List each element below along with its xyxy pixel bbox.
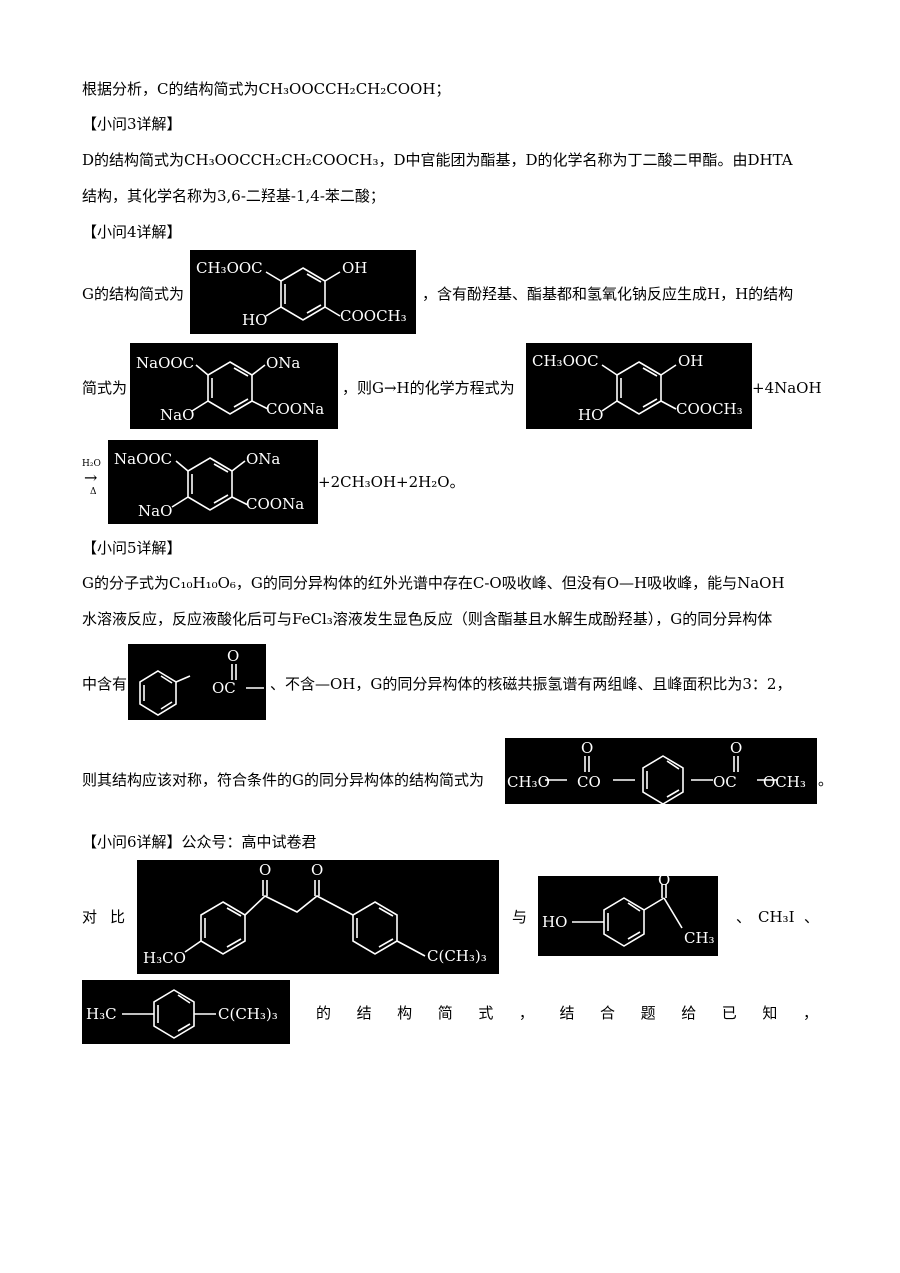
g2-label-bl: HO xyxy=(578,406,604,424)
isomer-oc: OC xyxy=(713,773,737,791)
heading-q3: 【小问3详解】 xyxy=(82,115,182,133)
structure-h-product: NaOOC ONa NaO COONa xyxy=(108,440,318,524)
g2-label-br: COOCH₃ xyxy=(676,400,743,418)
isomer-o1: O xyxy=(581,739,594,757)
structure-hydroxyacetophenone: HO O CH₃ xyxy=(538,876,718,956)
tail-char: 的 xyxy=(316,1004,332,1022)
structure-g: CH₃OOC OH HO COOCH₃ xyxy=(190,250,416,334)
tail-char: 合 xyxy=(600,1004,616,1022)
tail-char: 已 xyxy=(721,1004,737,1022)
g-label-tl: CH₃OOC xyxy=(196,259,263,277)
h2-label-br: COONa xyxy=(246,495,305,513)
condition-water: H₂O xyxy=(82,459,101,469)
condition-heat: Δ xyxy=(90,487,97,497)
h-label-tr: ONa xyxy=(266,354,301,372)
structure-diketone: O O H₃CO C(CH₃)₃ xyxy=(137,860,499,974)
word-yu: 与 xyxy=(512,908,528,926)
tail-char: 给 xyxy=(681,1004,697,1022)
tbt-tbu: C(CH₃)₃ xyxy=(218,1005,278,1023)
line-naoh: +4NaOH xyxy=(752,379,822,397)
g-label-bl: HO xyxy=(242,311,268,329)
line-no-oh: 、不含—OH，G的同分异构体的核磁共振氢谱有两组峰、且峰面积比为3：2， xyxy=(270,675,792,693)
diketone-o2: O xyxy=(311,861,324,879)
tail-char: 结 xyxy=(559,1004,575,1022)
line-products: +2CH₃OH+2H₂O。 xyxy=(318,473,465,491)
structure-h: NaOOC ONa NaO COONa xyxy=(130,343,338,429)
line-symmetric: 则其结构应该对称，符合条件的G的同分异构体的结构简式为 xyxy=(82,771,484,789)
tail-char: 结 xyxy=(356,1004,372,1022)
line-equation-label: ，则G→H的化学方程式为 xyxy=(342,379,515,397)
structure-isomer: O O CH₃O CO OC OCH₃ xyxy=(505,738,817,804)
line-d-structure: D的结构简式为CH₃OOCCH₂CH₂COOCH₃，D中官能团为酯基，D的化学名… xyxy=(82,151,793,169)
ha-ho: HO xyxy=(542,913,568,931)
structure-phenyl-ester: O OC xyxy=(128,644,266,720)
ester-oc: OC xyxy=(212,679,236,697)
g2-label-tl: CH₃OOC xyxy=(532,352,599,370)
h2-label-tl: NaOOC xyxy=(114,450,173,468)
tail-char: ， xyxy=(518,1004,534,1022)
comma-1: 、 xyxy=(736,908,752,926)
tbt-h3c: H₃C xyxy=(86,1005,117,1023)
ha-o: O xyxy=(658,876,671,889)
h-label-bl: NaO xyxy=(160,406,195,424)
line-g-structure-label: G的结构简式为 xyxy=(82,285,184,303)
tail-char: 式 xyxy=(478,1004,494,1022)
comma-2: 、 xyxy=(804,908,820,926)
isomer-co: CO xyxy=(577,773,601,791)
h2-label-bl: NaO xyxy=(138,502,173,520)
reaction-arrow-icon: → xyxy=(84,468,98,487)
diketone-h3co: H₃CO xyxy=(143,949,186,967)
line-g-to-h: ，含有酚羟基、酯基都和氢氧化钠反应生成H，H的结构 xyxy=(422,285,794,303)
g-label-tr: OH xyxy=(342,259,368,277)
line-g-formula: G的分子式为C₁₀H₁₀O₆，G的同分异构体的红外光谱中存在C-O吸收峰、但没有… xyxy=(82,574,785,592)
isomer-och3: OCH₃ xyxy=(763,773,806,791)
h-label-tl: NaOOC xyxy=(136,354,195,372)
heading-q4: 【小问4详解】 xyxy=(82,223,182,241)
h2-label-tr: ONa xyxy=(246,450,281,468)
line-h-structure-label: 简式为 xyxy=(82,379,128,397)
diketone-o1: O xyxy=(259,861,272,879)
structure-g-equation: CH₃OOC OH HO COOCH₃ xyxy=(526,343,752,429)
g-label-br: COOCH₃ xyxy=(340,307,407,325)
ha-ch3: CH₃ xyxy=(684,929,715,947)
isomer-ch3o: CH₃O xyxy=(507,773,550,791)
line-dhta-name: 结构，其化学名称为3,6-二羟基-1,4-苯二酸； xyxy=(82,187,385,205)
word-bi: 比 xyxy=(110,908,126,926)
tail-char: ， xyxy=(802,1004,818,1022)
line-c-structure: 根据分析，C的结构简式为CH₃OOCCH₂CH₂COOH； xyxy=(82,80,451,98)
tail-char: 构 xyxy=(397,1004,413,1022)
line-naoh-reaction: 水溶液反应，反应液酸化后可与FeCl₃溶液发生显色反应（则含酯基且水解生成酚羟基… xyxy=(82,610,773,628)
line-period: 。 xyxy=(818,771,834,789)
heading-q6: 【小问6详解】公众号：高中试卷君 xyxy=(82,833,317,851)
line-combine-known: 的 结 构 简 式 ， 结 合 题 给 已 知 ， xyxy=(316,1003,818,1023)
ester-carbonyl-o: O xyxy=(227,647,240,665)
isomer-o2: O xyxy=(730,739,743,757)
g2-label-tr: OH xyxy=(678,352,704,370)
heading-q5: 【小问5详解】 xyxy=(82,539,182,557)
ch3i: CH₃I xyxy=(758,908,795,926)
line-contains-label: 中含有 xyxy=(82,675,128,693)
tail-char: 简 xyxy=(437,1004,453,1022)
tail-char: 知 xyxy=(762,1004,778,1022)
tail-char: 题 xyxy=(640,1004,656,1022)
h-label-br: COONa xyxy=(266,400,325,418)
diketone-tbu: C(CH₃)₃ xyxy=(427,947,487,965)
structure-tbutoluene: H₃C C(CH₃)₃ xyxy=(82,980,290,1044)
word-dui: 对 xyxy=(82,908,98,926)
